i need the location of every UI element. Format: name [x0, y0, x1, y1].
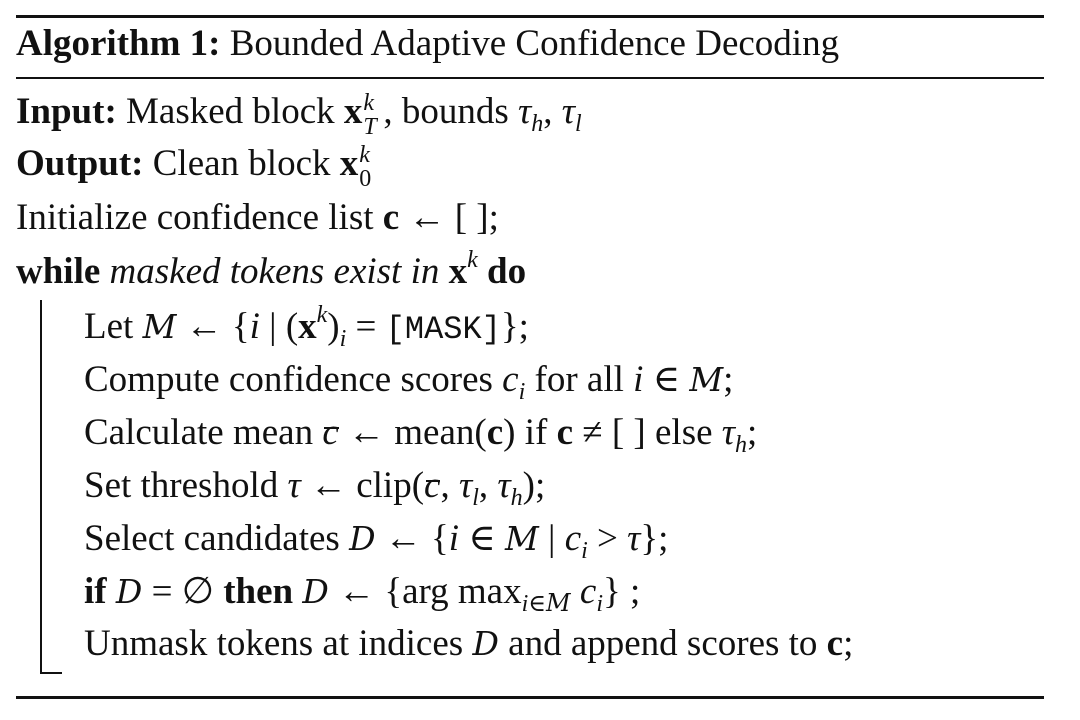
text: >: [597, 518, 618, 559]
math-c: c: [826, 623, 844, 664]
math-i: i: [633, 359, 644, 400]
unmask-line: Unmask tokens at indices D and append sc…: [84, 622, 853, 666]
text: = ∅: [151, 571, 214, 612]
mask-token: [MASK]: [385, 311, 501, 348]
text: and append scores to: [508, 623, 818, 664]
text: |: [548, 518, 556, 559]
text: Compute confidence scores: [84, 359, 493, 400]
math-tau-h: τh: [497, 465, 523, 511]
while-condition: masked tokens exist in: [109, 251, 440, 292]
math-c-i: ci: [564, 518, 588, 564]
text: ∈: [652, 359, 681, 400]
algorithm-label: Algorithm 1:: [16, 23, 221, 64]
text: for all: [534, 359, 624, 400]
math-c: c: [486, 412, 504, 453]
select-line: Select candidates D ← {i ∈ M | ci > τ};: [84, 517, 669, 564]
input-label: Input:: [16, 91, 117, 132]
text: Unmask tokens at indices: [84, 623, 464, 664]
threshold-line: Set threshold τ ← clip(c, τl, τh);: [84, 465, 546, 511]
math-c: c: [382, 197, 400, 238]
text: } ;: [602, 571, 641, 612]
text: =: [346, 306, 377, 347]
header-rule: [16, 77, 1044, 79]
math-c: c: [556, 412, 574, 453]
kw-then: then: [223, 571, 294, 612]
math-set-M: M: [142, 307, 177, 346]
math-c-bar: c: [424, 465, 441, 506]
init-assign: ← [ ];: [408, 197, 499, 238]
algorithm-name: Bounded Adaptive Confidence Decoding: [229, 23, 840, 64]
init-line: Initialize confidence list c ← [ ];: [16, 196, 499, 240]
math-x: x: [298, 306, 317, 347]
math-set-D: D: [302, 572, 329, 611]
text: };: [500, 306, 529, 347]
text: ;: [723, 359, 734, 400]
kw-while: while: [16, 251, 101, 292]
text: Let: [84, 306, 134, 347]
text: );: [522, 465, 546, 506]
top-rule: [16, 15, 1044, 18]
math-i: i: [249, 306, 260, 347]
loop-bracket-line: [40, 300, 42, 674]
text: ← {arg max: [338, 571, 522, 612]
math-i: i: [448, 518, 460, 559]
math-tau: τ: [287, 465, 301, 506]
text: ← {: [185, 306, 250, 347]
text: ∈: [468, 518, 496, 559]
output-label: Output:: [16, 143, 144, 184]
math-set-M: M: [504, 519, 539, 558]
input-text: Masked block: [126, 91, 335, 132]
math-x: x: [343, 91, 363, 132]
math-c-i: ci: [502, 359, 526, 405]
text: ): [327, 306, 340, 347]
text: ← mean(: [348, 412, 487, 453]
math-set-D: D: [349, 519, 376, 558]
while-line: while masked tokens exist in xk do: [16, 247, 527, 292]
math-set-D: D: [472, 624, 499, 663]
math-xk: x: [448, 251, 468, 292]
mean-line: Calculate mean c ← mean(c) if c ≠ [ ] el…: [84, 411, 758, 458]
math-tau-l: τl: [561, 91, 582, 137]
math-tau-h: τh: [518, 91, 544, 137]
math-set-M: M: [689, 360, 724, 399]
init-text: Initialize confidence list: [16, 197, 374, 238]
text: };: [640, 518, 669, 559]
math-set-D: D: [115, 572, 143, 611]
text: ≠ [ ] else: [582, 412, 713, 453]
math-c-i: ci: [579, 571, 603, 617]
math-tau-h: τh: [721, 412, 748, 458]
text: ← {: [384, 518, 449, 559]
output-text: Clean block: [152, 143, 331, 184]
text: ;: [843, 623, 854, 664]
bottom-rule: [16, 696, 1044, 699]
algorithm-title: Algorithm 1: Bounded Adaptive Confidence…: [16, 22, 839, 66]
text: Set threshold: [84, 465, 279, 506]
text: ;: [747, 412, 758, 453]
kw-do: do: [487, 251, 527, 292]
loop-bracket-foot: [40, 672, 62, 674]
if-line: if D = ∅ then D ← {arg maxi∈M ci} ;: [84, 571, 641, 617]
compute-line: Compute confidence scores ci for all i ∈…: [84, 358, 734, 405]
let-line: Let M ← {i | (xk)i = [MASK]};: [84, 302, 529, 352]
math-c-bar: c: [322, 412, 340, 453]
text: Select candidates: [84, 518, 340, 559]
text: ← clip(: [309, 465, 425, 506]
text: ) if: [503, 412, 548, 453]
math-tau-l: τl: [458, 465, 479, 511]
kw-if: if: [84, 571, 107, 612]
math-tau: τ: [627, 518, 641, 559]
math-x0: x: [339, 143, 359, 184]
text: Calculate mean: [84, 412, 314, 453]
text: | (: [269, 306, 299, 347]
input-text-bounds: , bounds: [383, 91, 509, 132]
